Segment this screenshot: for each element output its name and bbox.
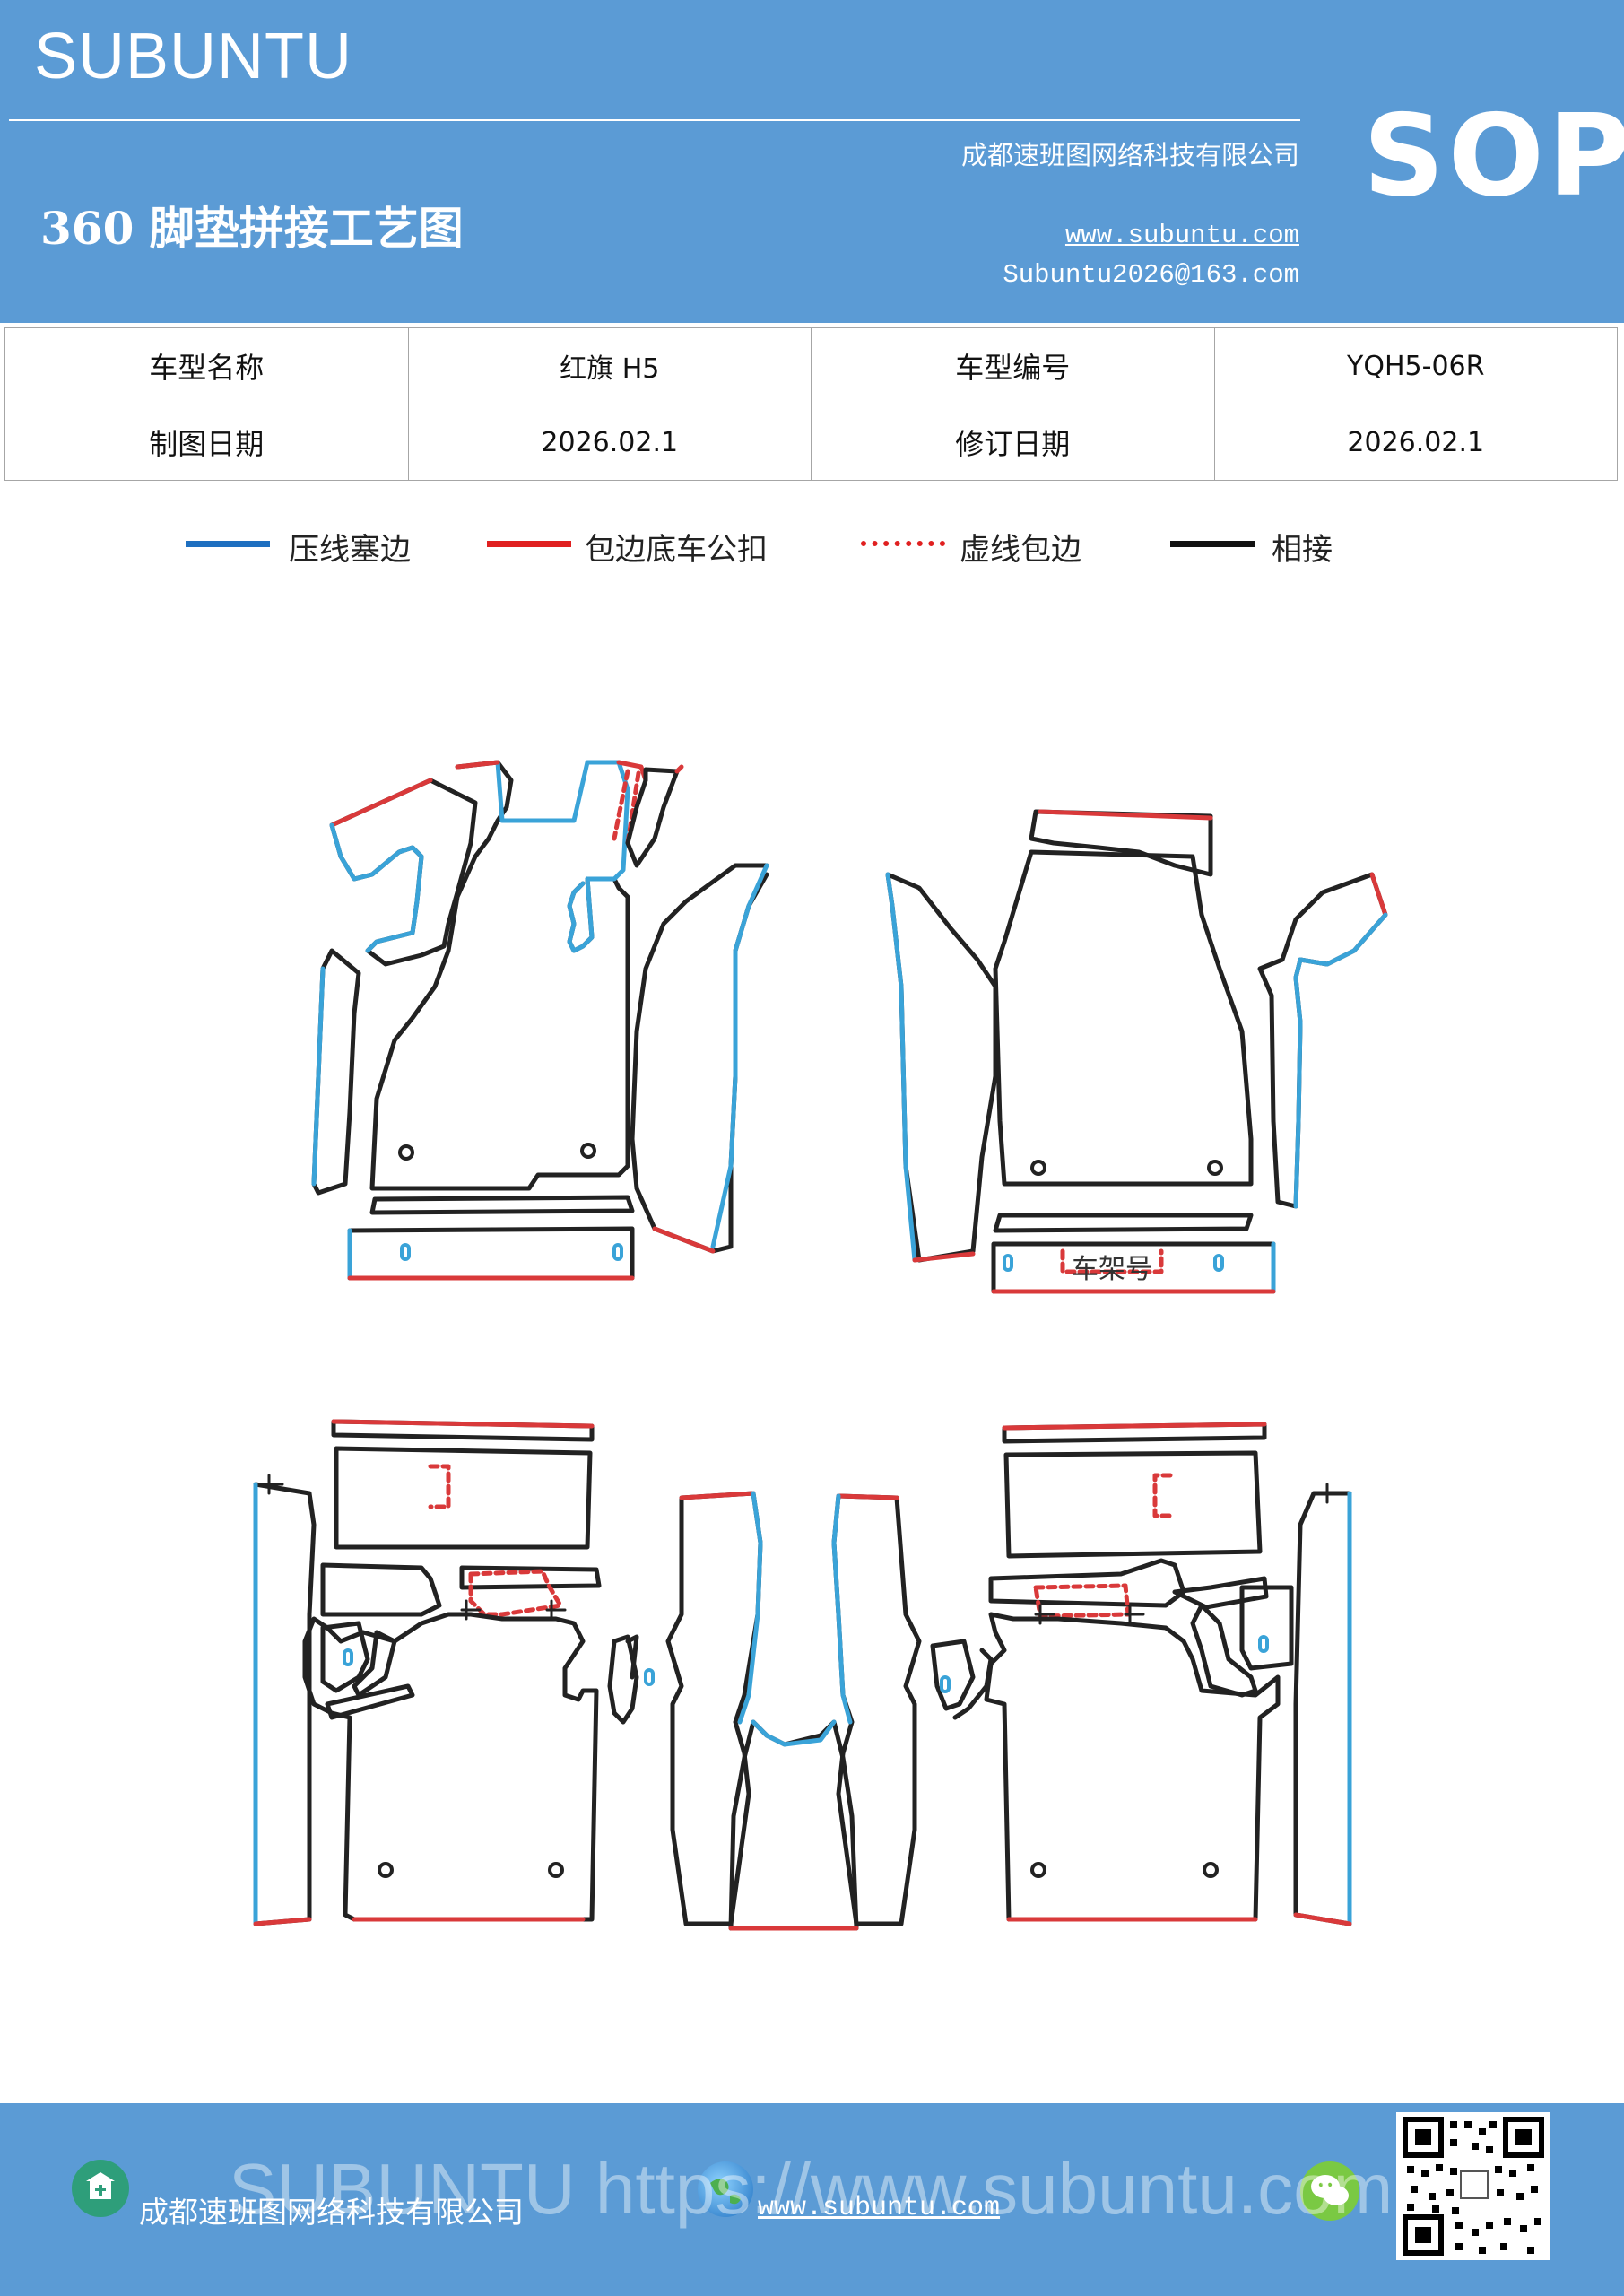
model-name-value: 红旗 H5	[407, 327, 812, 404]
legend-swatch-red	[487, 541, 571, 547]
table-row: 车型名称 红旗 H5 车型编号 YQH5-06R	[4, 327, 1618, 404]
wechat-icon	[1300, 2161, 1359, 2221]
rear-right-mat	[930, 1422, 1352, 1926]
model-name-label: 车型名称	[4, 327, 409, 404]
globe-icon	[698, 2161, 753, 2217]
center-tunnel-mat	[665, 1491, 922, 1931]
footer-website-link[interactable]: www.subuntu.com	[758, 2193, 1001, 2223]
rear-left-mat	[253, 1419, 655, 1926]
front-left-mat	[311, 760, 769, 1281]
legend-label-wrap: 包边底车公扣	[585, 532, 768, 568]
header-banner	[0, 0, 1624, 323]
revise-date-value: 2026.02.1	[1213, 404, 1618, 481]
front-right-mat: 车架号	[885, 809, 1388, 1294]
draw-date-value: 2026.02.1	[407, 404, 812, 481]
draw-date-label: 制图日期	[4, 404, 409, 481]
legend-swatch-black	[1170, 541, 1255, 547]
building-icon	[72, 2160, 129, 2217]
brand-logo: SUBUNTU	[34, 21, 353, 92]
vehicle-info-table: 车型名称 红旗 H5 车型编号 YQH5-06R 制图日期 2026.02.1 …	[4, 327, 1618, 481]
model-code-value: YQH5-06R	[1213, 327, 1618, 404]
company-name: 成都速班图网络科技有限公司	[960, 140, 1299, 170]
revise-date-label: 修订日期	[811, 404, 1215, 481]
sop-badge: SOP	[1363, 90, 1624, 222]
legend-label-join: 相接	[1272, 532, 1333, 568]
frame-number-label: 车架号	[1072, 1254, 1152, 1285]
model-code-label: 车型编号	[811, 327, 1215, 404]
document-title: 360 脚垫拼接工艺图	[40, 202, 464, 255]
table-row: 制图日期 2026.02.1 修订日期 2026.02.1	[4, 404, 1618, 481]
qr-code[interactable]	[1396, 2112, 1550, 2260]
legend-label-dotted: 虚线包边	[960, 532, 1081, 568]
legend-swatch-red-dotted	[861, 541, 945, 546]
watermark-text: SUBUNTU https://www.subuntu.com	[229, 2149, 1394, 2229]
legend-swatch-blue	[186, 541, 270, 547]
footer-company-name: 成都速班图网络科技有限公司	[139, 2195, 524, 2230]
header-divider	[9, 119, 1300, 121]
email-address[interactable]: Subuntu2026@163.com	[1003, 260, 1299, 290]
website-link[interactable]: www.subuntu.com	[1064, 221, 1299, 250]
legend-label-press: 压线塞边	[289, 532, 411, 568]
